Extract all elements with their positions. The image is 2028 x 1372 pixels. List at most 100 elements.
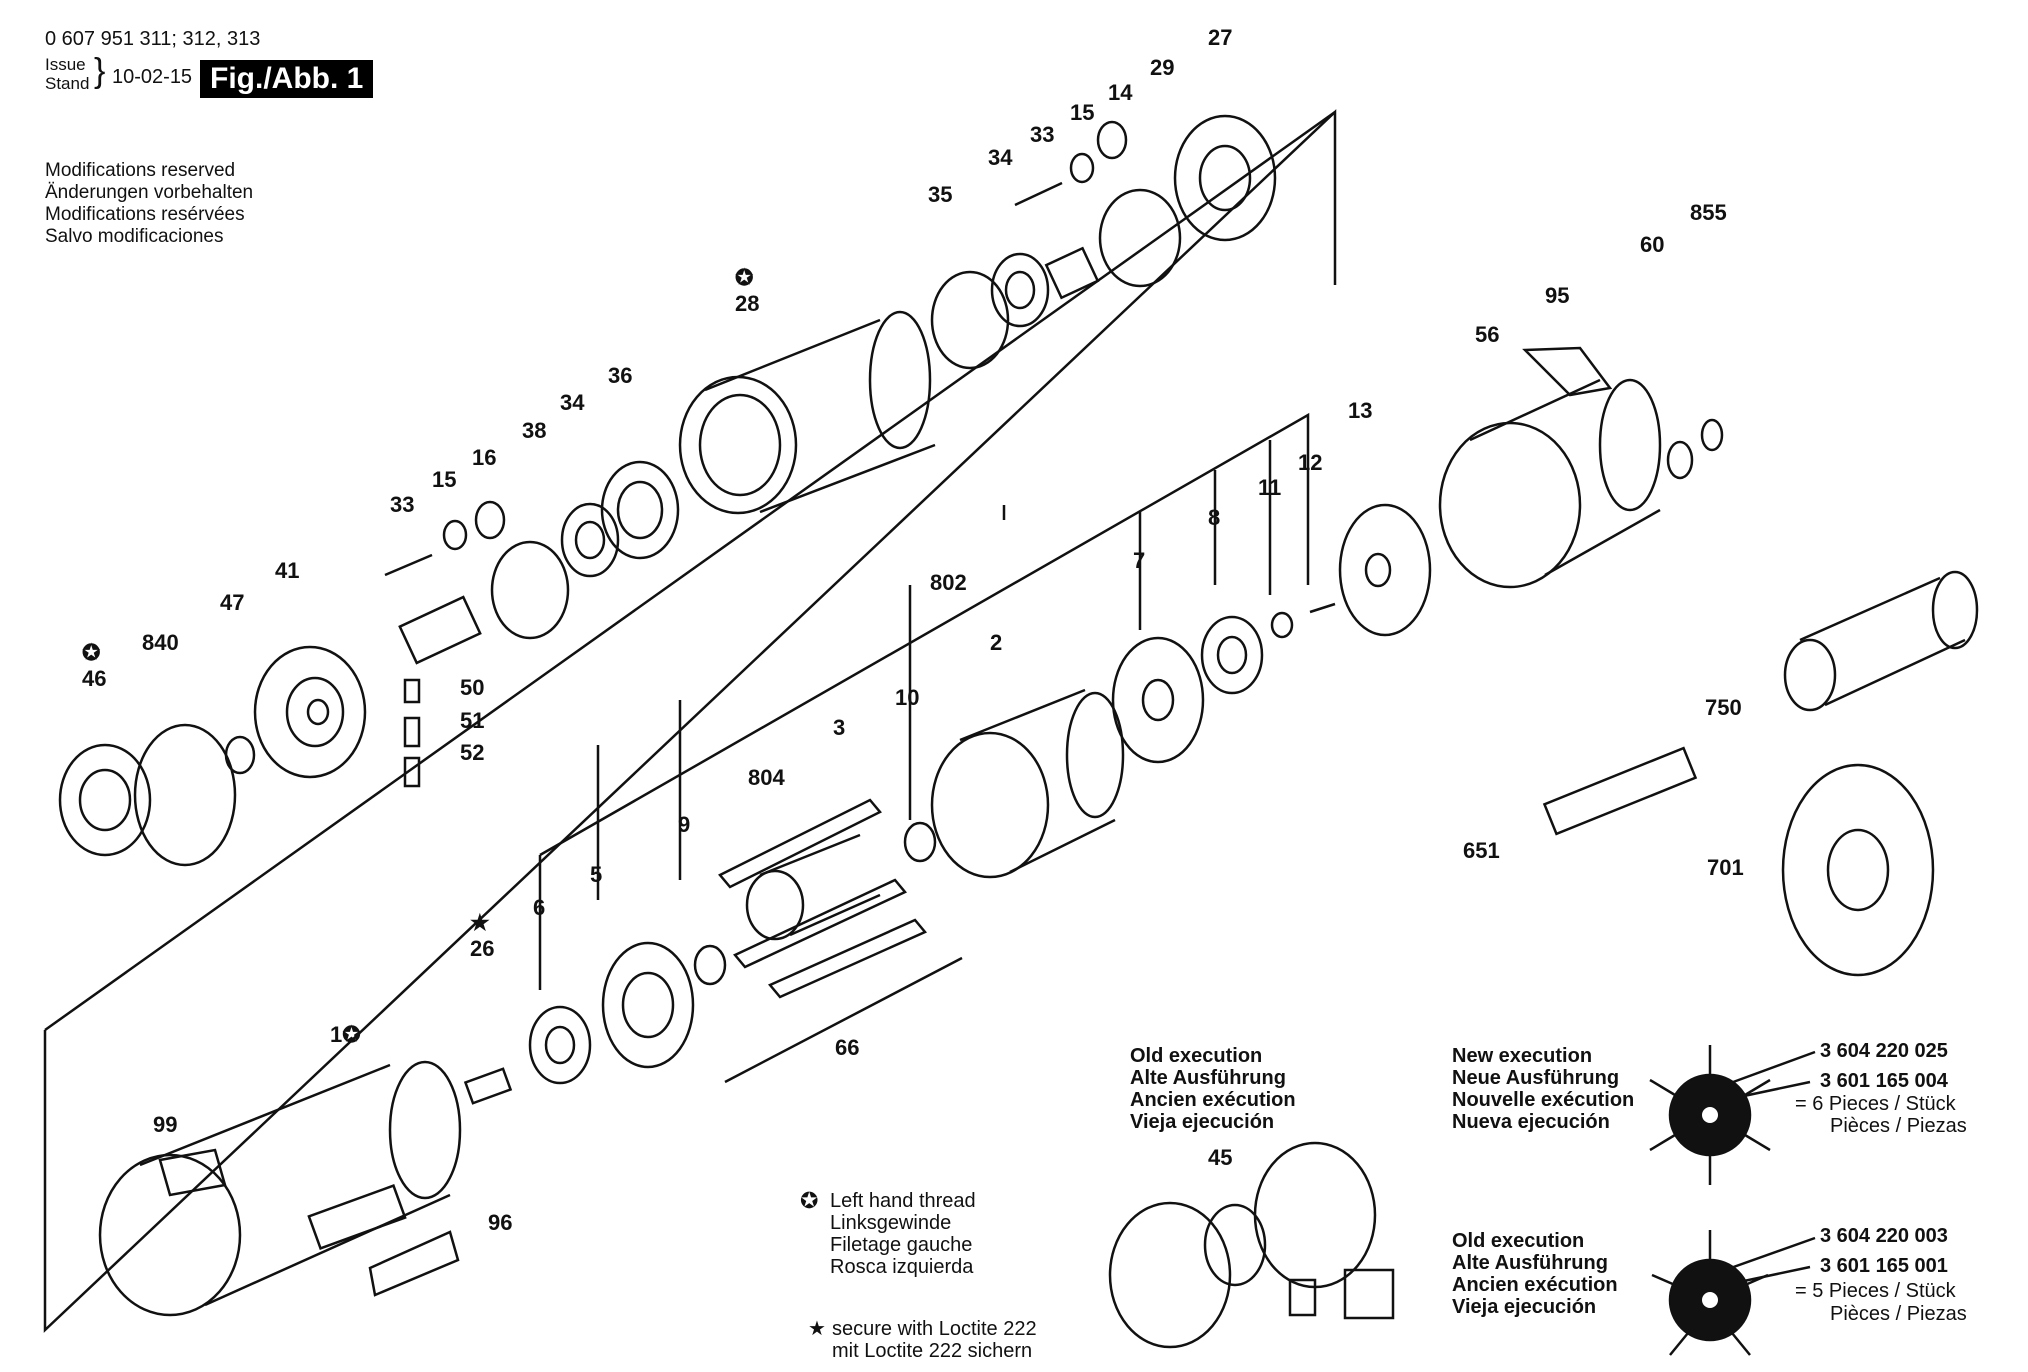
cylinder-plate-7 — [1111, 636, 1205, 764]
bearing-41 — [253, 645, 367, 779]
exec-line: Ancien exécution — [1130, 1089, 1296, 1111]
housing-1 — [98, 1153, 242, 1317]
label-96 — [368, 1230, 460, 1297]
callout-56: 56 — [1475, 322, 1500, 347]
ring-nut-46 — [58, 743, 152, 857]
callout-99: 99 — [153, 1112, 178, 1137]
stand-label: Stand — [45, 74, 90, 93]
callout-33: 33 — [1030, 122, 1055, 147]
callout-26-label: 26 — [470, 936, 495, 961]
callout-701: 701 — [1707, 855, 1744, 880]
callout-95: 95 — [1545, 283, 1570, 308]
pin-33 — [1014, 181, 1063, 207]
loctite-icon: ★ — [808, 1318, 826, 1340]
old-execution-block-2: Old execution Alte Ausführung Ancien exé… — [1452, 1230, 1618, 1318]
callout-802: 802 — [930, 570, 967, 595]
bearing-old — [1253, 1141, 1377, 1289]
cylinder-2 — [930, 731, 1050, 879]
gear-14 — [1096, 120, 1128, 160]
issue-stand: Issue Stand — [45, 55, 89, 93]
callout-5: 5 — [590, 862, 603, 887]
exec-line: Alte Ausführung — [1452, 1252, 1608, 1274]
nameplate — [307, 1184, 407, 1250]
callout-27: 27 — [1208, 25, 1233, 50]
callout-9: 9 — [678, 812, 691, 837]
issue-label: Issue — [45, 55, 86, 74]
ring-35 — [930, 270, 1010, 370]
note-line: Modifications resérvées — [45, 204, 245, 225]
callout-51: 51 — [460, 708, 485, 733]
gear-16 — [474, 500, 506, 540]
washer-34b — [560, 502, 620, 578]
left-hand-thread-icon: ✪ — [735, 265, 754, 290]
washer-45 — [1203, 1203, 1267, 1287]
flange-701 — [1781, 763, 1935, 977]
old-part-number-a: 3 604 220 003 — [1820, 1225, 1948, 1247]
callout-34: 34 — [988, 145, 1013, 170]
plunger-52 — [403, 756, 421, 788]
bearing-6 — [528, 1005, 592, 1085]
callout-38: 38 — [522, 418, 547, 443]
callout-7: 7 — [1133, 548, 1146, 573]
callout-8: 8 — [1208, 505, 1221, 530]
callout-36: 36 — [608, 363, 633, 388]
callout-11: 11 — [1258, 475, 1282, 500]
callout-41: 41 — [275, 558, 300, 583]
new-execution-block: New execution Neue Ausführung Nouvelle e… — [1452, 1045, 1634, 1133]
callout-52: 52 — [460, 740, 485, 765]
screw-12 — [1309, 602, 1336, 614]
rotor-3 — [745, 869, 805, 941]
end-cap-56 — [1438, 421, 1582, 589]
left-hand-thread-legend: ✪ Left hand thread Linksgewinde Filetage… — [800, 1188, 976, 1279]
loctite-legend: ★ secure with Loctite 222 mit Loctite 22… — [808, 1318, 1037, 1362]
figure-label: Fig./Abb. 1 — [200, 60, 374, 98]
note-line: Modifications reserved — [45, 160, 236, 181]
callout-60: 60 — [1640, 232, 1665, 257]
bearing-8 — [1200, 615, 1264, 695]
note-line: Änderungen vorbehalten — [45, 182, 254, 203]
new-pieces2: Pièces / Piezas — [1830, 1115, 1967, 1137]
label-95 — [1522, 346, 1613, 397]
tool-icon-a — [1288, 1278, 1317, 1317]
callout-33b: 33 — [390, 492, 415, 517]
silencer-750 — [1783, 638, 1837, 712]
callout-46: ✪46 — [82, 640, 106, 692]
callout-840: 840 — [142, 630, 179, 655]
callout-12: 12 — [1298, 450, 1323, 475]
left-hand-thread-icon: ✪ — [342, 1022, 361, 1047]
callout-1: 1✪ — [330, 1022, 361, 1048]
washer-11 — [1270, 611, 1294, 639]
o-ring-840 — [133, 723, 237, 867]
brace: } — [94, 52, 106, 90]
legend-line: Rosca izquierda — [830, 1256, 974, 1278]
callout-34b: 34 — [560, 390, 585, 415]
exec-line: Old execution — [1452, 1230, 1585, 1252]
end-plate-13 — [1338, 503, 1432, 637]
spindle-26 — [463, 1067, 513, 1105]
part-numbers: 0 607 951 311; 312, 313 — [45, 28, 261, 50]
bearing-36 — [600, 460, 680, 560]
callout-46-label: 46 — [82, 666, 107, 691]
assembly-frame-line — [43, 109, 1337, 1333]
callout-13: 13 — [1348, 398, 1373, 423]
assembly-frame-diagonal — [44, 110, 1336, 1032]
legend-line: secure with Loctite 222 — [832, 1318, 1037, 1340]
left-hand-thread-icon: ✪ — [800, 1188, 819, 1213]
washer-27 — [1173, 114, 1277, 242]
washer-34 — [990, 252, 1050, 328]
note-line: Salvo modificaciones — [45, 226, 224, 247]
exec-line: Nouvelle exécution — [1452, 1089, 1635, 1111]
washer-9 — [693, 944, 727, 986]
callout-35: 35 — [928, 182, 953, 207]
exec-line: Neue Ausführung — [1452, 1067, 1620, 1089]
tool-icon-b — [1343, 1268, 1395, 1320]
exec-line: Nueva ejecución — [1452, 1111, 1610, 1133]
callout-3: 3 — [833, 715, 846, 740]
callout-1-label: 1 — [330, 1022, 343, 1047]
pin-66 — [724, 956, 963, 1084]
pin-33b — [384, 553, 433, 577]
old-pieces2: Pièces / Piezas — [1830, 1303, 1967, 1325]
nipple-651 — [1542, 746, 1698, 836]
callout-14: 14 — [1108, 80, 1133, 105]
callout-6: 6 — [533, 895, 546, 920]
